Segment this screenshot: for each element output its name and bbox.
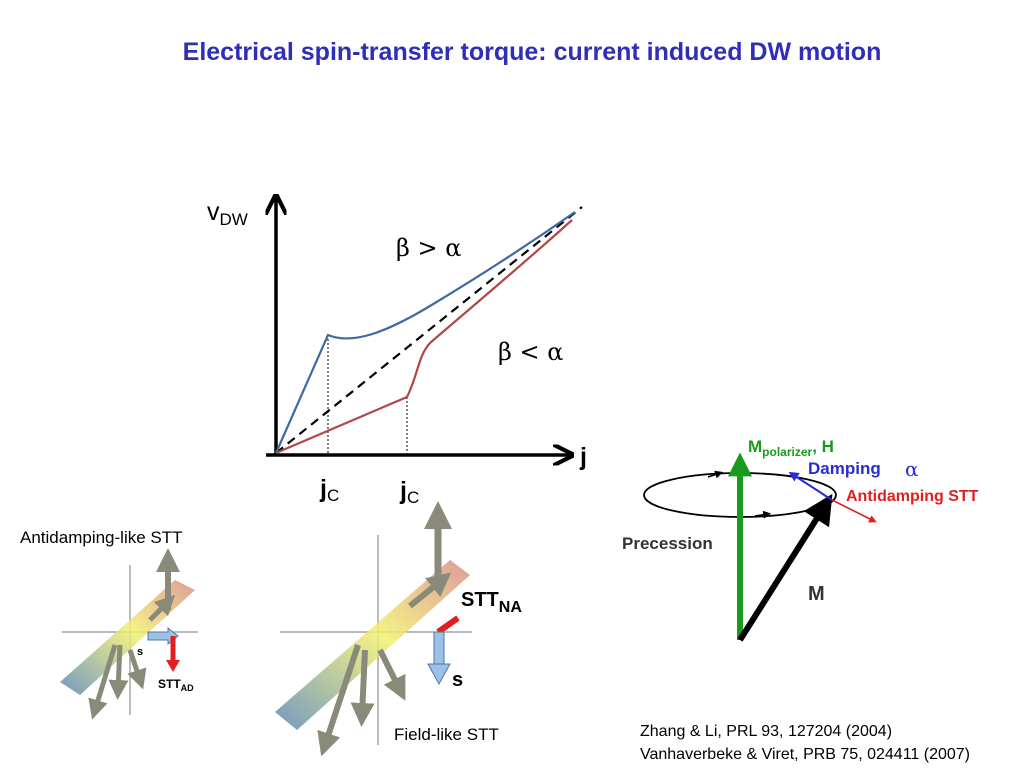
slide-title: Electrical spin-transfer torque: current… — [182, 38, 882, 66]
curve-beta-less-alpha — [275, 219, 573, 455]
right-moment-arrow — [377, 648, 406, 701]
right-moment-arrow — [317, 644, 361, 757]
caption-field-like: Field-like STT — [394, 725, 499, 744]
m-polarizer-label: Mpolarizer, H — [748, 437, 834, 459]
jc-label-upper: jC — [319, 475, 339, 505]
damping-arrow — [788, 471, 833, 501]
label-beta-greater-alpha: β > α — [396, 234, 461, 262]
reference-2: Vanhaverbeke & Viret, PRB 75, 024411 (20… — [640, 746, 970, 763]
antidamping-label: Antidamping STT — [846, 488, 979, 505]
orbit-direction-arrow — [707, 470, 724, 479]
right-nanowire-bar — [275, 560, 470, 730]
left-stt-ad-arrowhead — [166, 660, 180, 672]
antidamping-arrow — [831, 499, 877, 523]
orbit-direction-arrow — [754, 510, 772, 519]
alpha-label: α — [905, 457, 919, 481]
left-moment-arrow — [108, 644, 129, 700]
jc-label-lower: jC — [399, 477, 419, 507]
m-label: M — [808, 583, 825, 605]
curve-beta-greater-alpha — [274, 211, 576, 454]
m-vector-arrow — [737, 493, 833, 642]
right-stt-na-arrow — [436, 615, 460, 635]
x-axis-label: j — [579, 443, 587, 471]
right-s-arrow-head — [427, 663, 451, 686]
left-moment-arrow — [127, 649, 147, 690]
left-moment-arrow — [148, 594, 176, 622]
right-stt-na-label: STTNA — [461, 589, 522, 616]
left-s-label: s — [137, 646, 143, 658]
caption-antidamping: Antidamping-like STT — [20, 528, 183, 547]
right-s-label: s — [452, 669, 463, 691]
y-axis-label: vDW — [207, 198, 248, 229]
reference-1: Zhang & Li, PRL 93, 127204 (2004) — [640, 723, 893, 740]
damping-label: Damping — [808, 459, 881, 478]
left-moment-arrow — [88, 644, 118, 720]
linear-dashed-line — [275, 206, 583, 454]
right-moment-arrow — [408, 572, 452, 609]
precession-label: Precession — [622, 534, 713, 553]
left-stt-ad-label: STTAD — [158, 677, 194, 693]
label-beta-less-alpha: β < α — [498, 338, 563, 366]
right-moment-arrow — [350, 649, 375, 727]
